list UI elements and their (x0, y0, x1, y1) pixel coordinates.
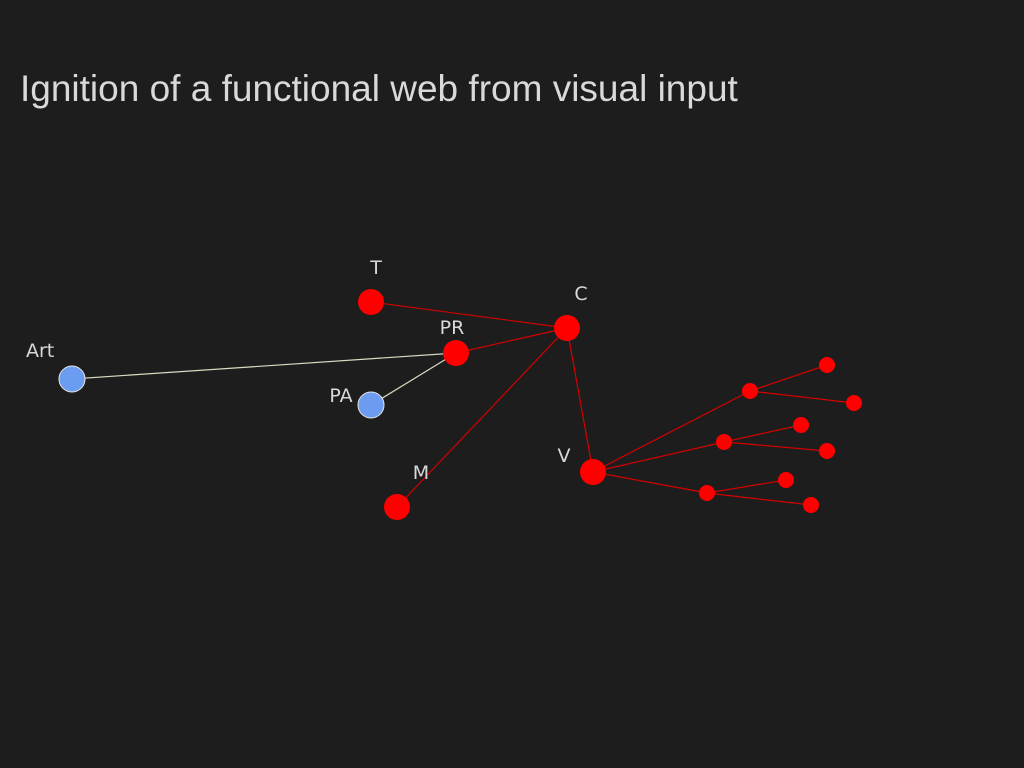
node-v3b (803, 497, 819, 513)
node-label-pa: PA (329, 385, 352, 407)
node-v (580, 459, 606, 485)
slide-title: Ignition of a functional web from visual… (20, 68, 738, 109)
node-v1 (742, 383, 758, 399)
node-v2b (819, 443, 835, 459)
node-pa (357, 391, 385, 419)
node-label-m: M (413, 462, 429, 484)
node-label-t: T (369, 257, 382, 279)
node-c (554, 315, 580, 341)
edge-c-v (566, 327, 594, 473)
edge-m-c (396, 327, 568, 508)
node-label-c: C (574, 283, 587, 305)
node-m (384, 494, 410, 520)
node-art (58, 365, 86, 393)
node-v2 (716, 434, 732, 450)
node-t (358, 289, 384, 315)
edge-v3-v3b (706, 492, 812, 506)
edge-v2-v2b (723, 441, 828, 452)
edge-pr-c (455, 327, 568, 354)
edge-v-v2 (592, 441, 725, 473)
edges-layer (71, 301, 855, 508)
edge-v1-v1a (749, 364, 828, 392)
node-v2a (793, 417, 809, 433)
edge-v-v1 (592, 390, 751, 473)
edge-pa-pr (370, 352, 457, 406)
edge-v1-v1b (749, 390, 855, 404)
node-v1a (819, 357, 835, 373)
node-v3 (699, 485, 715, 501)
edge-v-v3 (592, 471, 708, 494)
node-label-art: Art (26, 340, 54, 362)
nodes-layer (58, 289, 862, 520)
node-v3a (778, 472, 794, 488)
edge-t-c (370, 301, 568, 329)
edge-v2-v2a (723, 424, 802, 443)
node-label-v: V (558, 445, 571, 467)
edge-art-pr (71, 352, 457, 380)
node-label-pr: PR (440, 317, 465, 339)
node-pr (443, 340, 469, 366)
node-v1b (846, 395, 862, 411)
edge-v3-v3a (706, 479, 787, 494)
